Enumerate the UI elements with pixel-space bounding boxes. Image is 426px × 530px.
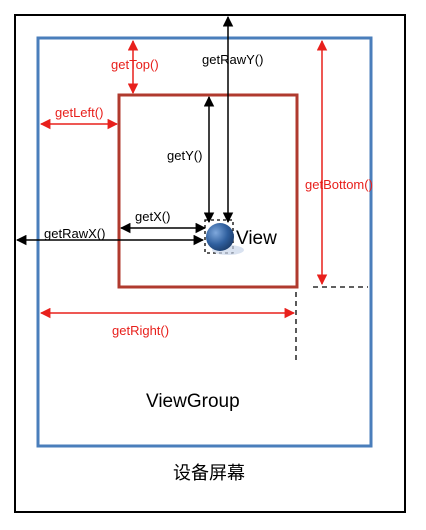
screen-frame [14,14,406,513]
view-label: View [236,228,277,249]
get-raw-y-label: getRawY() [202,52,263,67]
get-bottom-label: getBottom() [305,177,373,192]
get-right-label: getRight() [112,323,169,338]
get-y-label: getY() [167,148,202,163]
viewgroup-label: ViewGroup [146,391,240,412]
viewgroup-frame [36,36,373,448]
view-frame [117,93,299,289]
touch-point-ball [206,223,234,251]
get-top-label: getTop() [111,57,159,72]
get-x-label: getX() [135,209,170,224]
get-left-label: getLeft() [55,105,103,120]
get-raw-x-label: getRawX() [44,226,105,241]
screen-label: 设备屏幕 [173,463,245,484]
